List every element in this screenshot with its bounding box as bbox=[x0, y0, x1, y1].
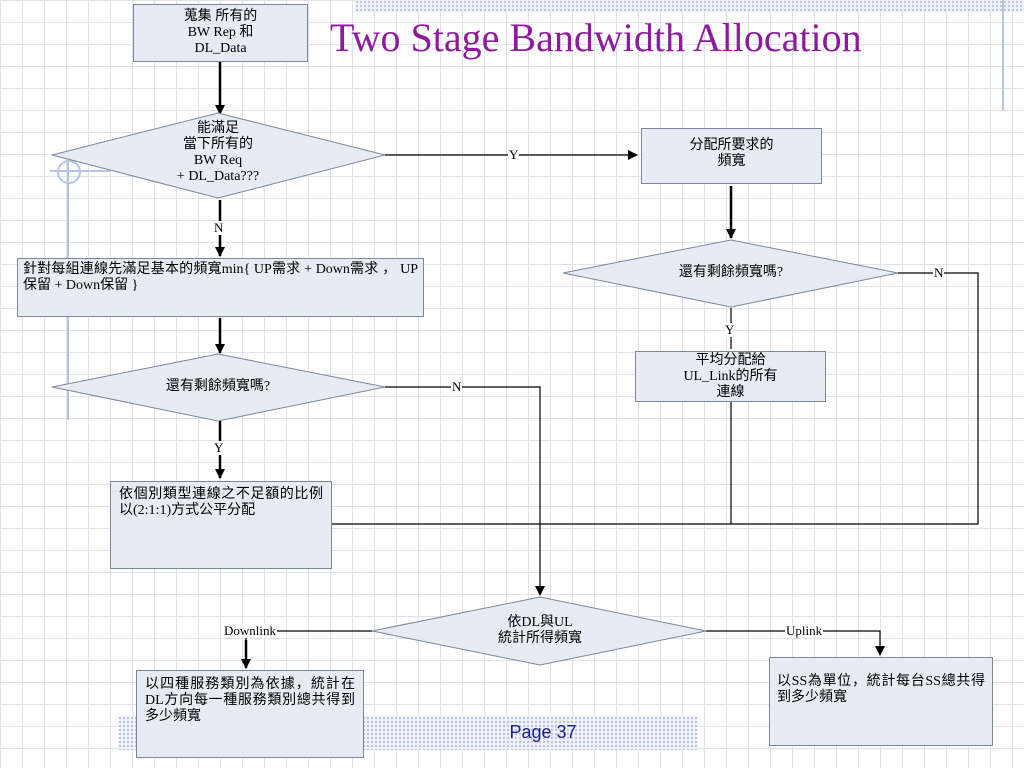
decision-satisfy-diamond bbox=[51, 112, 386, 199]
basic-bandwidth-box: 針對每組連線先滿足基本的頻寬min{ UP需求 + Down需求 ， UP保留 … bbox=[17, 258, 424, 317]
decision-dl-ul-diamond bbox=[371, 596, 707, 666]
edge-label-yes-top: Y bbox=[508, 147, 520, 162]
decision-remaining-right-text: 還有剩餘頻寬嗎? bbox=[678, 265, 784, 280]
allocate-requested-box: 分配所要求的 頻寬 bbox=[641, 128, 822, 184]
uplink-stats-box: 以SS為單位，統計每台SS總共得到多少頻寬 bbox=[769, 657, 993, 746]
decor-vline-right bbox=[1002, 0, 1004, 110]
decision-satisfy-text: 能滿足 當下所有的 BW Req + DL_Data??? bbox=[176, 121, 260, 184]
decision-remaining-right-diamond bbox=[562, 239, 899, 308]
decision-dl-ul-text: 依DL與UL 統計所得頻寬 bbox=[498, 615, 582, 646]
average-ul-box: 平均分配給 UL_Link的所有 連線 bbox=[635, 351, 826, 402]
top-decor-bar bbox=[355, 0, 1024, 12]
proportional-box: 依個別類型連線之不足額的比例以(2:1:1)方式公平分配 bbox=[110, 481, 332, 569]
decision-remaining-left-text: 還有剩餘頻寬嗎? bbox=[165, 379, 271, 394]
edge-label-no-left: N bbox=[451, 379, 463, 394]
edge-label-no-right: N bbox=[933, 265, 945, 280]
decor-circle-left bbox=[57, 160, 81, 184]
page-title: Two Stage Bandwidth Allocation bbox=[330, 15, 862, 60]
decision-remaining-left-diamond bbox=[51, 353, 386, 422]
downlink-stats-box: 以四種服務類別為依據，統計在DL方向每一種服務類別總共得到多少頻寬 bbox=[136, 670, 364, 758]
collect-box: 蒐集 所有的 BW Rep 和 DL_Data bbox=[133, 4, 308, 62]
edge-label-downlink: Downlink bbox=[223, 623, 277, 638]
edge-label-yes-right: Y bbox=[724, 322, 736, 337]
edge-label-yes-left: Y bbox=[213, 440, 225, 455]
edge-label-uplink: Uplink bbox=[785, 623, 824, 638]
decor-hline-left bbox=[50, 170, 110, 172]
edge-label-no-top: N bbox=[213, 220, 225, 235]
page-number: Page 37 bbox=[509, 722, 577, 742]
